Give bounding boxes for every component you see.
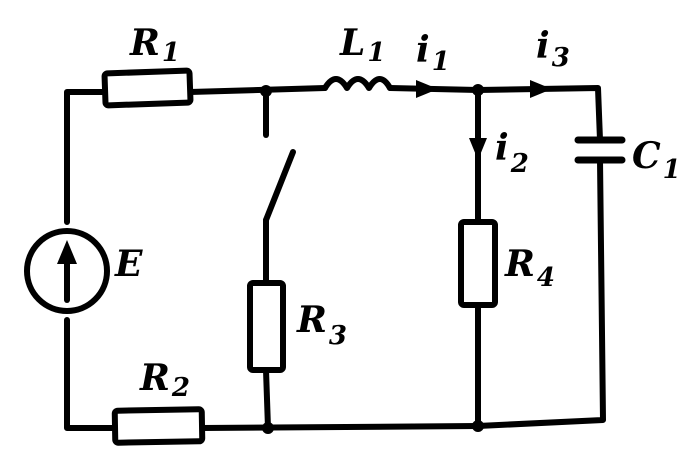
node-bottom-r4 — [472, 420, 484, 432]
resistor-r4 — [458, 219, 498, 308]
capacitor-c1 — [574, 136, 626, 164]
resistor-r1 — [101, 67, 194, 109]
current-i1-arrow — [416, 80, 438, 98]
inductor-l1 — [322, 76, 393, 91]
left-wire-top — [64, 89, 108, 225]
current-i3-arrow — [530, 80, 552, 98]
resistor-r3 — [247, 280, 286, 373]
c1-wire-down — [475, 157, 606, 429]
switch-contact — [263, 149, 296, 223]
label-i2: i2 — [495, 127, 529, 179]
label-r4: R4 — [504, 243, 555, 293]
node-i1-split — [472, 84, 484, 96]
top-wire-r1-l1 — [187, 85, 328, 95]
node-r1-switch — [260, 85, 272, 97]
label-e: E — [114, 243, 143, 285]
inductor-l1-coil — [322, 76, 393, 91]
wires — [64, 85, 606, 431]
current-i2-arrow — [469, 138, 487, 160]
nodes — [260, 84, 484, 434]
source-e — [24, 228, 110, 314]
r3-wire-bottom — [263, 367, 271, 431]
current-arrows — [416, 80, 552, 160]
label-r3: R3 — [296, 299, 347, 351]
label-i1: i1 — [416, 29, 450, 77]
bottom-wire — [199, 423, 481, 431]
top-wire-node-c1 — [475, 85, 603, 143]
label-r2: R2 — [139, 357, 190, 403]
labels: R1 L1 i1 i3 i2 C1 E R4 R3 R2 — [114, 22, 681, 403]
left-wire-bottom — [64, 317, 118, 431]
label-i3: i3 — [536, 25, 570, 73]
label-l1: L1 — [339, 22, 385, 68]
node-bottom-r3 — [262, 422, 274, 434]
label-c1: C1 — [632, 135, 681, 185]
source-e-arrowhead — [57, 240, 77, 264]
resistors — [101, 67, 498, 446]
resistor-r2 — [111, 406, 206, 446]
label-r1: R1 — [129, 22, 180, 68]
